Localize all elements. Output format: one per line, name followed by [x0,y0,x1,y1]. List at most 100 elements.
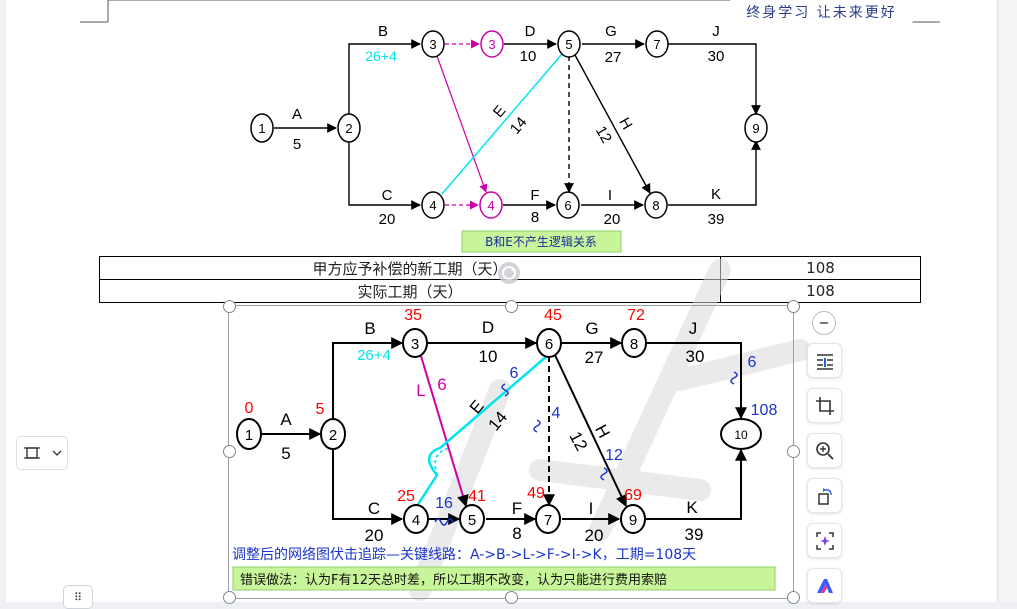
resize-handle-top-right[interactable] [787,300,800,313]
text-wrap-icon [816,353,833,370]
text-wrap-button[interactable] [807,343,842,378]
svg-text:6: 6 [564,198,571,213]
activity-d-name: D [482,318,494,337]
node-7: 7 [535,504,561,534]
node-9: 9 [620,504,646,534]
svg-text:8: 8 [652,198,659,213]
activity-a-duration: 5 [293,136,301,153]
activity-h-duration: 12 [592,123,615,146]
table-cell-value: 108 [720,279,921,303]
drag-handle-icon[interactable]: ⠿ [63,585,93,609]
svg-text:6: 6 [545,336,553,353]
zoom-in-button[interactable] [807,433,842,468]
svg-text:9: 9 [752,121,759,136]
node-3: 3 [402,328,428,358]
activity-f-duration: 8 [531,209,539,226]
activity-a-name: A [280,410,292,429]
table-cell-label: 甲方应予补偿的新工期（天） [99,256,721,280]
ai-assistant-button[interactable] [807,568,842,603]
svg-text:10: 10 [734,428,748,442]
wrong-method-note: 错误做法：认为F有12天总时差，所以工期不改变，认为只能进行费用索赔 [240,572,667,588]
activity-d-duration: 10 [520,48,537,65]
node-8: 8 [644,191,668,219]
vertical-scrollbar[interactable] [998,0,1017,602]
activity-d-name: D [525,23,536,40]
compensation-table: 甲方应予补偿的新工期（天） 108 实际工期（天） 108 [99,256,921,303]
activity-c-name: C [368,499,380,518]
table-row: 甲方应予补偿的新工期（天） 108 [99,256,921,280]
node-6: 6 [556,191,580,219]
activity-b-duration: 26+4 [365,48,397,64]
activity-g-duration: 27 [605,49,622,66]
activity-e-name: E [466,397,488,418]
chevron-down-icon [52,450,61,456]
table-cell-label: 实际工期（天） [99,279,721,303]
float-label: 4 [552,405,561,422]
resize-handle-top-left[interactable] [223,300,236,313]
activity-j-duration: 30 [708,48,725,65]
svg-text:7: 7 [544,512,552,529]
node-1: 1 [250,113,274,143]
activity-f-duration: 8 [512,524,521,543]
minus-icon [820,322,828,324]
crop-icon [815,396,834,415]
watermark [409,259,811,601]
activity-l-duration: 6 [437,375,446,394]
activity-k-name: K [711,186,721,203]
float-label: 6 [510,365,519,382]
total-duration-label: 108 [751,402,778,419]
node-10: 10 [720,418,762,450]
early-time-label: 49 [527,485,545,502]
early-time-label: 45 [544,307,562,324]
rotate-button[interactable] [807,478,842,513]
activity-i-name: I [608,187,612,204]
svg-text:8: 8 [630,336,638,353]
layout-options-button[interactable] [16,436,68,470]
node-5: 5 [459,504,485,534]
node-3-virtual: 3 [480,30,504,58]
svg-text:4: 4 [412,512,420,529]
svg-text:5: 5 [565,37,572,52]
resize-handle-top[interactable] [505,300,518,313]
activity-j-duration: 30 [686,347,705,366]
float-label: 12 [605,447,623,464]
activity-g-name: G [585,319,598,338]
collapse-toolbar-button[interactable] [812,311,836,335]
layout-icon [23,447,40,459]
node-8: 8 [621,328,647,358]
activity-c-duration: 20 [365,526,384,545]
activity-d-duration: 10 [479,347,498,366]
float-label: 16 [435,495,453,512]
early-time-label: 5 [316,401,325,418]
activity-a-name: A [292,106,302,123]
critical-path-caption: 调整后的网络图伏击追踪—关键线路：A->B->L->F->I->K，工期=108… [232,547,696,563]
activity-j-name: J [712,23,720,40]
svg-text:2: 2 [345,121,352,136]
node-3: 3 [421,30,445,58]
activity-i-name: I [589,499,594,518]
node-7: 7 [645,30,669,58]
early-time-label: 41 [468,488,486,505]
activity-b-duration: 26+4 [357,347,391,364]
activity-e-duration: 14 [484,408,511,435]
resize-handle-left[interactable] [223,445,236,458]
early-time-label: 25 [397,488,415,505]
node-2: 2 [320,418,346,450]
activity-c-duration: 20 [379,211,396,228]
crop-button[interactable] [807,388,842,423]
resize-handle-right[interactable] [787,445,800,458]
ocr-scan-button[interactable] [807,523,842,558]
brand-logo-slogan: 终身学习 让未来更好 [730,0,913,22]
activity-f-name: F [512,499,522,518]
rotate-icon [817,487,832,505]
svg-text:9: 9 [629,512,637,529]
ocr-scan-icon [815,531,834,550]
node-6: 6 [536,328,562,358]
node-4: 4 [403,504,429,534]
ai-icon [816,578,833,593]
logic-note: B和E不产生逻辑关系 [485,235,597,249]
activity-f-name: F [530,187,539,204]
rotate-handle-icon[interactable] [498,262,520,284]
node-4: 4 [421,191,445,219]
